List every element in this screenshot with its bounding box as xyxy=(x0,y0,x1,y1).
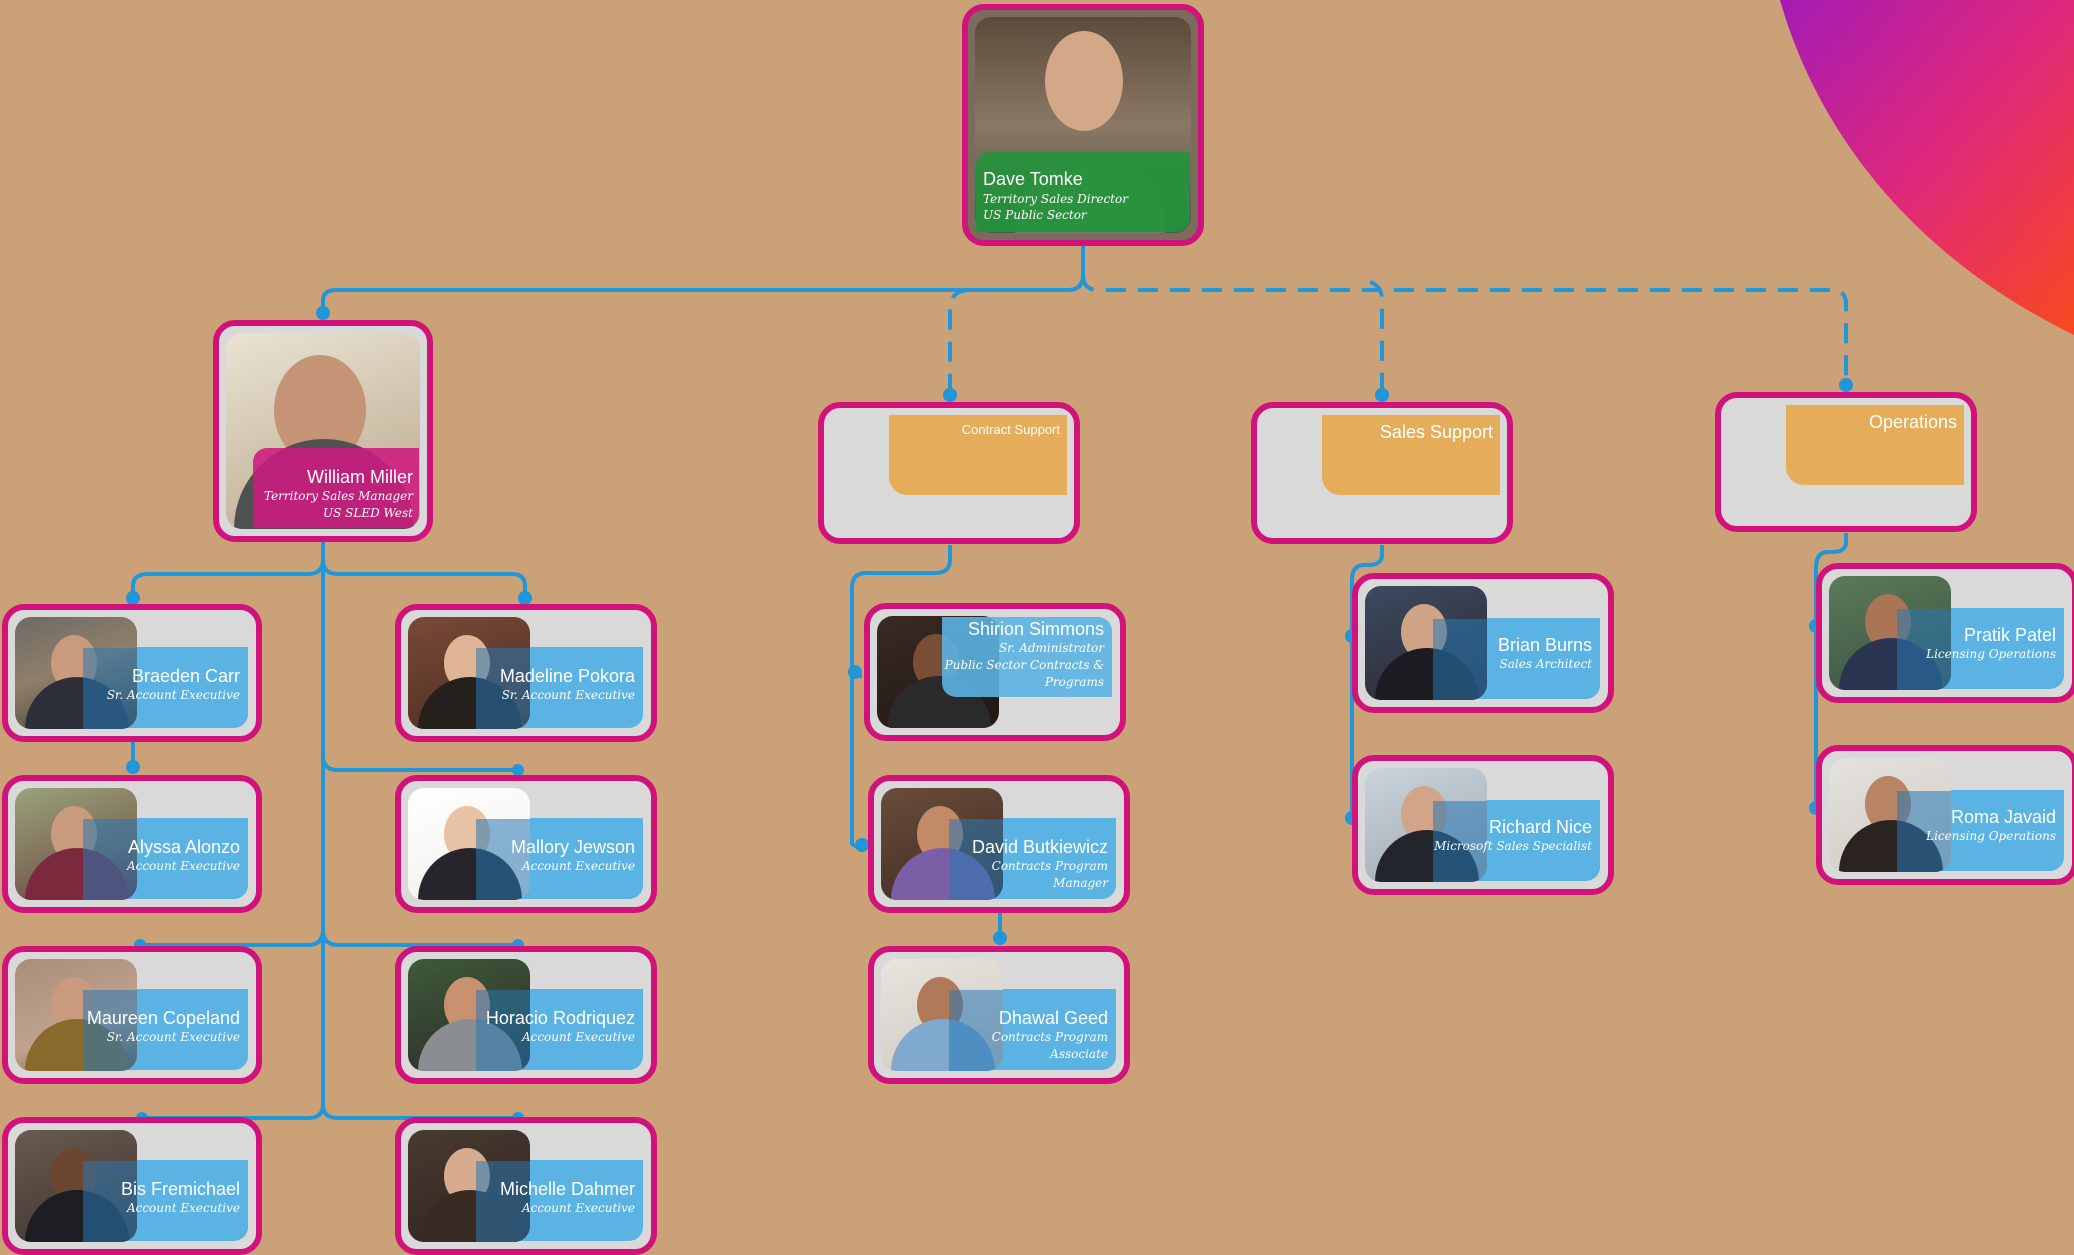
person-card-roma-javaid[interactable]: Roma Javaid Licensing Operations xyxy=(1816,745,2074,885)
person-photo xyxy=(408,1130,530,1242)
director-name-panel xyxy=(976,152,1190,232)
person-title-line2: Manager xyxy=(1053,876,1108,890)
person-name: Alyssa Alonzo xyxy=(127,837,240,857)
person-name: David Butkiewicz xyxy=(971,837,1108,857)
person-title: Microsoft Sales Specialist xyxy=(1434,839,1592,853)
person-title: Licensing Operations xyxy=(1926,829,2056,843)
person-name: Richard Nice xyxy=(1488,817,1592,837)
person-photo xyxy=(1829,576,1951,690)
person-name: Madeline Pokora xyxy=(499,666,635,686)
department-label: Contract Support xyxy=(961,422,1060,437)
department-label: Operations xyxy=(1868,412,1957,432)
person-photo xyxy=(1365,586,1487,700)
person-photo xyxy=(1365,768,1487,882)
person-card-alyssa-alonzo[interactable]: Alyssa Alonzo Account Executive xyxy=(2,775,262,913)
person-title-line2: Associate xyxy=(1050,1047,1108,1061)
person-title: Sr. Account Executive xyxy=(106,1030,240,1044)
person-title: Sr. Account Executive xyxy=(501,688,635,702)
person-photo xyxy=(15,959,137,1071)
department-contract-support[interactable]: Contract Support xyxy=(818,402,1080,544)
director-title-line1: Territory Sales Director xyxy=(983,192,1128,206)
manager-title-line1: Territory Sales Manager xyxy=(264,489,413,503)
person-card-shirion-simmons[interactable]: Shirion Simmons Sr. Administrator Public… xyxy=(864,603,1126,741)
department-operations[interactable]: Operations xyxy=(1715,392,1977,532)
person-card-dhawal-geed[interactable]: Dhawal Geed Contracts Program Associate xyxy=(868,946,1130,1084)
department-tab xyxy=(889,415,1067,495)
person-photo xyxy=(15,1130,137,1242)
department-label: Sales Support xyxy=(1379,422,1493,442)
person-card-michelle-dahmer[interactable]: Michelle Dahmer Account Executive xyxy=(395,1117,657,1255)
person-card-david-butkiewicz[interactable]: David Butkiewicz Contracts Program Manag… xyxy=(868,775,1130,913)
person-name: Maureen Copeland xyxy=(86,1008,240,1028)
person-card-madeline-pokora[interactable]: Madeline Pokora Sr. Account Executive xyxy=(395,604,657,742)
person-name: Horacio Rodriquez xyxy=(485,1008,635,1028)
person-photo xyxy=(408,788,530,900)
department-sales-support[interactable]: Sales Support xyxy=(1251,402,1513,544)
person-name: Michelle Dahmer xyxy=(499,1179,635,1199)
person-title: Account Executive xyxy=(521,859,635,873)
person-card-brian-burns[interactable]: Brian Burns Sales Architect xyxy=(1352,573,1614,713)
person-name: Braeden Carr xyxy=(131,666,240,686)
department-tab xyxy=(1786,405,1964,485)
department-tab xyxy=(1322,415,1500,495)
person-title: Sales Architect xyxy=(1499,657,1592,671)
person-title: Sr. Account Executive xyxy=(106,688,240,702)
person-photo xyxy=(15,788,137,900)
manager-card[interactable]: William Miller Territory Sales Manager U… xyxy=(213,320,433,542)
person-name: Shirion Simmons xyxy=(967,619,1104,639)
person-card-pratik-patel[interactable]: Pratik Patel Licensing Operations xyxy=(1816,563,2074,703)
person-title-line3: Programs xyxy=(1044,675,1104,689)
person-card-braeden-carr[interactable]: Braeden Carr Sr. Account Executive xyxy=(2,604,262,742)
person-name: Mallory Jewson xyxy=(510,837,635,857)
person-title: Account Executive xyxy=(126,1201,240,1215)
person-title: Account Executive xyxy=(521,1201,635,1215)
person-photo xyxy=(881,788,1003,900)
person-title-line1: Contracts Program xyxy=(991,859,1108,873)
person-card-bis-fremichael[interactable]: Bis Fremichael Account Executive xyxy=(2,1117,262,1255)
director-title-line2: US Public Sector xyxy=(983,208,1087,222)
person-card-horacio-rodriquez[interactable]: Horacio Rodriquez Account Executive xyxy=(395,946,657,1084)
person-title-line1: Sr. Administrator xyxy=(998,641,1104,655)
person-title-line2: Public Sector Contracts & xyxy=(944,658,1104,672)
person-name: Roma Javaid xyxy=(1950,807,2056,827)
name-panel xyxy=(942,617,1112,697)
person-name: Dhawal Geed xyxy=(998,1008,1108,1028)
person-photo xyxy=(1829,758,1951,872)
person-title: Licensing Operations xyxy=(1926,647,2056,661)
director-card[interactable]: Dave Tomke Territory Sales Director US P… xyxy=(962,4,1204,246)
person-title: Account Executive xyxy=(126,859,240,873)
person-photo xyxy=(408,617,530,729)
person-photo xyxy=(408,959,530,1071)
director-name: Dave Tomke xyxy=(983,169,1083,189)
person-card-maureen-copeland[interactable]: Maureen Copeland Sr. Account Executive xyxy=(2,946,262,1084)
person-title: Account Executive xyxy=(521,1030,635,1044)
person-photo xyxy=(881,959,1003,1071)
person-name: Brian Burns xyxy=(1497,635,1592,655)
person-card-richard-nice[interactable]: Richard Nice Microsoft Sales Specialist xyxy=(1352,755,1614,895)
manager-name: William Miller xyxy=(307,467,413,487)
person-title-line1: Contracts Program xyxy=(991,1030,1108,1044)
person-name: Bis Fremichael xyxy=(120,1179,240,1199)
person-photo xyxy=(15,617,137,729)
person-name: Pratik Patel xyxy=(1963,625,2056,645)
manager-name-panel xyxy=(253,448,419,528)
person-card-mallory-jewson[interactable]: Mallory Jewson Account Executive xyxy=(395,775,657,913)
manager-title-line2: US SLED West xyxy=(323,506,413,520)
